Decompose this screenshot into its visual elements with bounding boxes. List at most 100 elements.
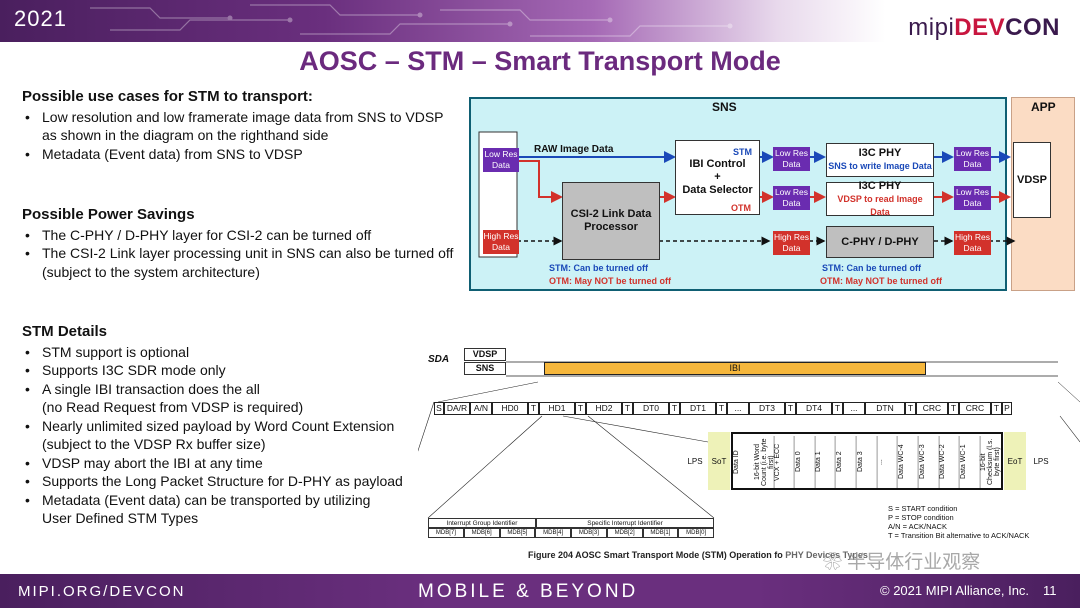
sda-field: T: [622, 402, 633, 415]
packet-field: Data 0: [794, 436, 816, 488]
list-item: Metadata (Event data) from SNS to VDSP: [22, 145, 462, 164]
high-res-data-src: High Res Data: [483, 230, 519, 254]
mdb-cell: MDB[1]: [642, 528, 679, 538]
event-year: 2021: [14, 6, 67, 31]
specific-interrupt-header: Specific Interrupt Identifier: [536, 518, 714, 528]
lps-right: LPS: [1033, 456, 1049, 466]
low-res-data-otm: Low Res Data: [773, 186, 810, 210]
figure-caption: Figure 204 AOSC Smart Transport Mode (ST…: [528, 550, 868, 560]
slide-title: AOSC – STM – Smart Transport Mode: [299, 46, 781, 76]
app-label: APP: [1031, 100, 1056, 114]
otm-not-off-right: OTM: May NOT be turned off: [820, 276, 942, 286]
list-item: Supports I3C SDR mode only: [22, 361, 462, 380]
ibi-control-block: IBI Control+Data Selector: [675, 140, 760, 215]
packet-field: Data ID: [733, 450, 740, 474]
footer-copyright: © 2021 MIPI Alliance, Inc.: [880, 583, 1030, 598]
ibi-bar: IBI: [544, 362, 926, 375]
list-item-cont: (subject to the system architecture): [42, 263, 260, 280]
sda-field: CRC: [916, 402, 948, 415]
list-item-cont: (subject to the VDSP Rx buffer size): [42, 436, 266, 452]
interrupt-group-header: Interrupt Group Identifier: [428, 518, 536, 528]
raw-image-data-label: RAW Image Data: [534, 144, 614, 155]
mdb-cell: MDB[4]: [535, 528, 571, 538]
mdb-cell: MDB[2]: [606, 528, 643, 538]
sda-field: HD2: [586, 402, 622, 415]
wechat-watermark: ❀ 半导体行业观察: [823, 552, 981, 573]
low-res-data-stm: Low Res Data: [773, 147, 810, 171]
sda-field: DT3: [749, 402, 785, 415]
sda-field: T: [832, 402, 843, 415]
mdb-cell: MDB[6]: [463, 528, 500, 538]
packet-field: 16-bit Word Count (i.e. byte first): [753, 436, 775, 488]
list-item: Metadata (Event data) can be transported…: [22, 491, 462, 510]
low-res-data-src: Low Res Data: [483, 148, 519, 172]
sda-field: DTN: [865, 402, 905, 415]
sda-field: P: [1002, 402, 1012, 415]
section-heading: Possible use cases for STM to transport:: [22, 88, 313, 105]
section-heading: STM Details: [22, 323, 108, 340]
sda-field: DT4: [796, 402, 832, 415]
page-number: 11: [1043, 583, 1057, 598]
eot: EoT: [1004, 432, 1026, 490]
mdb-cell: MDB[3]: [571, 528, 607, 538]
packet-field: Data WC-4: [897, 436, 919, 488]
vdsp-block: VDSP: [1013, 142, 1051, 218]
sda-field: T: [785, 402, 796, 415]
sda-label: SDA: [428, 354, 450, 365]
sda-field: ...: [843, 402, 865, 415]
sda-field: T: [905, 402, 916, 415]
list-item-cont: User Defined STM Types: [42, 510, 199, 526]
packet-field: Data 1: [815, 436, 837, 488]
sda-field: HD1: [539, 402, 575, 415]
sda-field: DA/R: [444, 402, 470, 415]
packet-field: 16-bit Checksum (l.s. byte first): [980, 438, 1002, 486]
high-res-data-mid: High Res Data: [773, 231, 810, 255]
low-res-data-app2: Low Res Data: [954, 186, 991, 210]
sda-field: T: [716, 402, 727, 415]
cdphy-block: C-PHY / D-PHY: [826, 226, 934, 258]
footer-url: MIPI.ORG/DEVCON: [18, 583, 186, 600]
packet-field: Data WC-2: [939, 436, 960, 488]
sda-field: ...: [727, 402, 749, 415]
list-item: STM support is optional: [22, 343, 462, 362]
list-item: The CSI-2 Link layer processing unit in …: [22, 244, 462, 263]
mdb-cell: MDB[7]: [428, 528, 464, 538]
list-item: Nearly unlimited sized payload by Word C…: [22, 417, 462, 436]
stm-can-off-left: STM: Can be turned off: [549, 263, 648, 273]
mdb-cell: MDB[5]: [499, 528, 536, 538]
list-item: Low resolution and low framerate image d…: [22, 108, 462, 127]
section-heading: Possible Power Savings: [22, 206, 195, 223]
sda-field: S: [434, 402, 444, 415]
otm-not-off-left: OTM: May NOT be turned off: [549, 276, 671, 286]
sda-field: T: [528, 402, 539, 415]
list-item: VDSP may abort the IBI at any time: [22, 454, 462, 473]
packet-field: VCX + ECC: [774, 436, 795, 488]
header-band: 2021 mipiDEVCON: [0, 0, 1080, 42]
sda-field: DT1: [680, 402, 716, 415]
sda-field: HD0: [492, 402, 528, 415]
circuit-pattern: [90, 4, 733, 37]
sda-field: T: [991, 402, 1002, 415]
sda-field: DT0: [633, 402, 669, 415]
csi2-link-block: CSI-2 Link Data Processor: [562, 182, 660, 260]
sda-field: CRC: [959, 402, 991, 415]
packet-field: Data WC-1: [959, 436, 981, 488]
packet-field: Data 3: [856, 436, 878, 488]
otm-tag: OTM: [731, 203, 751, 213]
sda-field: A/N: [470, 402, 492, 415]
sda-field: T: [948, 402, 959, 415]
high-res-data-app: High Res Data: [954, 231, 991, 255]
packet-field: Data 2: [836, 436, 857, 488]
sda-field: T: [669, 402, 680, 415]
mdb-row: MDB[7]MDB[6]MDB[5]MDB[4]MDB[3]MDB[2]MDB[…: [428, 528, 714, 538]
list-item: A single IBI transaction does the all: [22, 380, 462, 399]
stm-details-section: STM Details STM support is optional Supp…: [22, 323, 462, 528]
list-item-cont: (no Read Request from VDSP is required): [42, 399, 304, 415]
mipi-devcon-logo: mipiDEVCON: [908, 14, 1060, 41]
vdsp-lane: VDSP: [464, 348, 506, 361]
sns-lane: SNS: [464, 362, 506, 375]
stm-can-off-right: STM: Can be turned off: [822, 263, 921, 273]
packet-field: ...: [877, 436, 898, 488]
